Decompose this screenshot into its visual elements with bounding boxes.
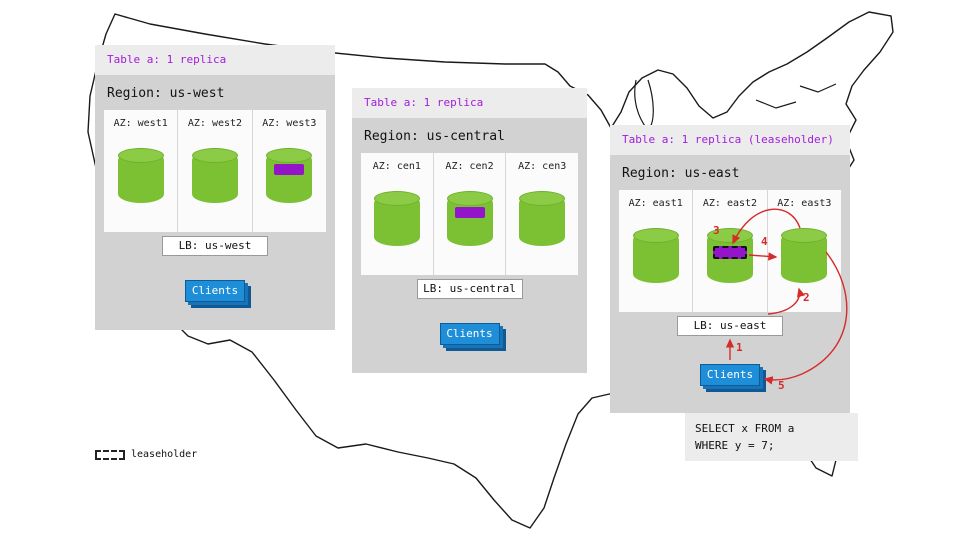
clients-box: Clients	[700, 364, 760, 386]
arrow-step-label-5: 5	[778, 379, 785, 392]
lake-erie-outline	[755, 83, 837, 109]
replica-cylinder	[781, 228, 828, 283]
az-column-cen1: AZ: cen1	[361, 153, 433, 275]
replica-band	[274, 164, 305, 175]
legend-label: leaseholder	[131, 449, 198, 460]
load-balancer: LB: us-east	[677, 316, 783, 336]
az-label: AZ: east3	[777, 198, 832, 209]
query-line-2: WHERE y = 7;	[695, 439, 775, 453]
replica-cylinder	[632, 228, 679, 283]
az-column-west3: AZ: west3	[251, 110, 326, 232]
arrow-step-label-2: 2	[803, 291, 810, 304]
replica-cylinder	[373, 191, 420, 246]
query-line-1: SELECT x FROM a	[695, 422, 795, 435]
table-replica-label: Table a: 1 replica	[95, 45, 335, 75]
az-label: AZ: west3	[262, 118, 317, 129]
az-container: AZ: cen1 AZ: cen2 AZ: cen3	[361, 153, 578, 275]
az-label: AZ: cen2	[445, 161, 494, 172]
az-label: AZ: west2	[187, 118, 243, 129]
legend: leaseholder	[95, 449, 197, 460]
query-box: SELECT x FROM a WHERE y = 7;	[685, 413, 858, 462]
replica-cylinder	[706, 228, 753, 283]
region-title: Region: us-west	[107, 86, 225, 101]
lake-michigan-outline	[634, 79, 654, 131]
replica-cylinder	[117, 148, 164, 203]
az-container: AZ: west1 AZ: west2 AZ: west3	[104, 110, 326, 232]
az-column-cen3: AZ: cen3	[505, 153, 578, 275]
region-panel-us-west: Table a: 1 replica Region: us-west AZ: w…	[95, 45, 335, 330]
az-label: AZ: east1	[628, 198, 683, 209]
clients-box: Clients	[439, 323, 500, 345]
replica-cylinder	[519, 191, 566, 246]
load-balancer: LB: us-west	[162, 236, 268, 256]
arrow-step-label-4: 4	[761, 235, 768, 248]
region-title: Region: us-east	[622, 166, 740, 181]
replica-cylinder	[266, 148, 313, 203]
region-title: Region: us-central	[364, 129, 505, 144]
az-column-west1: AZ: west1	[104, 110, 177, 232]
az-label: AZ: east2	[702, 198, 758, 209]
leaseholder-swatch-icon	[95, 449, 125, 460]
az-label: AZ: west1	[113, 118, 168, 129]
region-panel-us-central: Table a: 1 replica Region: us-central AZ…	[352, 88, 587, 373]
table-replica-label: Table a: 1 replica	[352, 88, 587, 118]
clients-box: Clients	[185, 280, 245, 302]
az-column-cen2: AZ: cen2	[432, 153, 506, 275]
az-column-west2: AZ: west2	[177, 110, 251, 232]
replica-band	[454, 207, 485, 218]
replica-cylinder	[191, 148, 238, 203]
arrow-step-label-1: 1	[736, 341, 743, 354]
az-label: AZ: cen1	[372, 161, 421, 172]
arrow-step-label-3: 3	[713, 224, 720, 237]
replica-cylinder	[446, 191, 493, 246]
az-column-east2: AZ: east2	[692, 190, 766, 312]
leaseholder-band	[712, 246, 747, 259]
az-column-east1: AZ: east1	[619, 190, 692, 312]
region-panel-us-east: Table a: 1 replica (leaseholder) Region:…	[610, 125, 850, 413]
az-label: AZ: cen3	[518, 161, 567, 172]
load-balancer: LB: us-central	[416, 279, 523, 299]
table-replica-leaseholder-label: Table a: 1 replica (leaseholder)	[610, 125, 850, 155]
